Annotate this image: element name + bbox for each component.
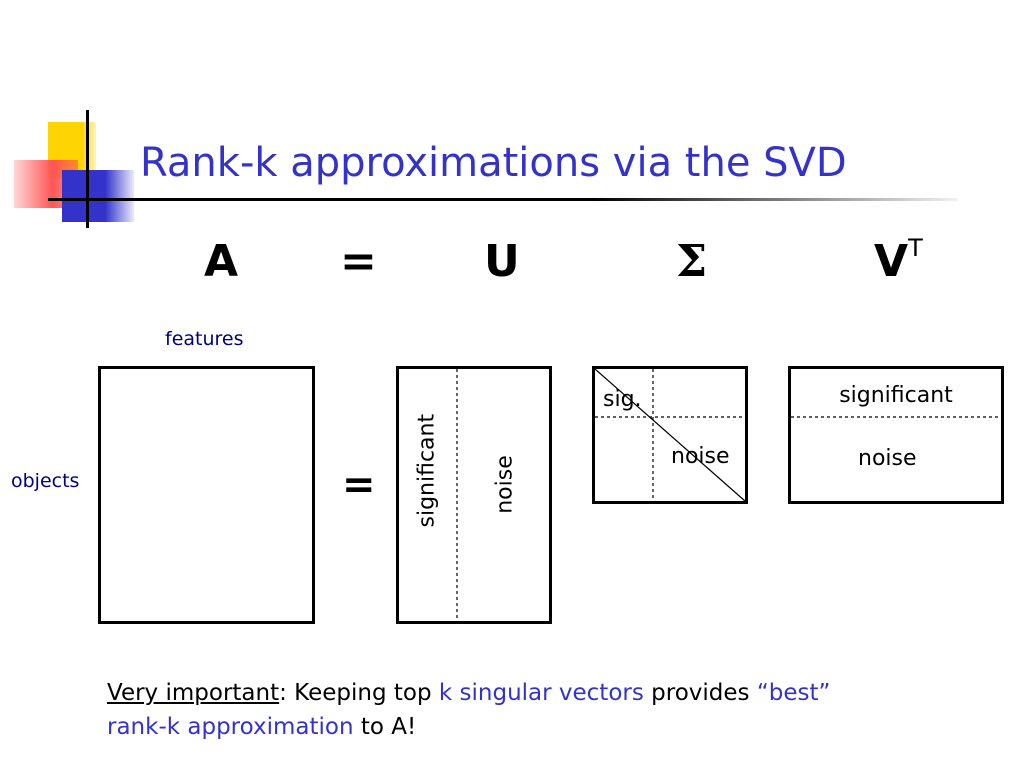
equation-Vt: VT — [874, 234, 923, 287]
equation-V-superscript: T — [908, 234, 923, 262]
logo-blue-block — [62, 170, 134, 222]
equation-A: A — [204, 236, 239, 287]
matrix-sigma-sig-label: sig. — [603, 387, 642, 412]
matrix-U-significant-label: significant — [414, 413, 440, 528]
objects-label: objects — [11, 470, 80, 492]
features-label: features — [165, 328, 244, 350]
matrix-U — [396, 366, 552, 624]
note-best: “best” — [756, 680, 831, 706]
matrix-U-divider — [456, 369, 458, 621]
note-k-singular-vectors: k singular vectors — [438, 680, 644, 706]
important-note: Very important: Keeping top k singular v… — [107, 676, 987, 744]
note-very-important: Very important — [107, 680, 280, 706]
matrix-Vt-noise-label: noise — [858, 446, 917, 471]
logo-vertical-line — [86, 110, 89, 228]
note-rank-k-approximation: rank-k approximation — [107, 714, 354, 740]
equation-V: V — [874, 236, 909, 287]
matrix-Vt — [788, 366, 1004, 504]
slide-title: Rank-k approximations via the SVD — [140, 140, 847, 186]
note-text-1: : Keeping top — [279, 680, 439, 706]
equation-equals: = — [340, 236, 377, 287]
middle-equals: = — [342, 462, 376, 508]
note-text-2: provides — [643, 680, 757, 706]
matrix-sigma-lines — [594, 368, 746, 502]
matrix-sigma-noise-label: noise — [671, 444, 730, 469]
equation-sigma: Σ — [676, 236, 708, 287]
title-underline — [48, 198, 958, 201]
matrix-U-noise-label: noise — [492, 455, 518, 514]
matrix-Vt-significant-label: significant — [839, 383, 953, 408]
equation-U: U — [484, 236, 520, 287]
matrix-A — [98, 366, 315, 624]
matrix-Vt-divider — [791, 416, 1001, 418]
note-text-3: to A! — [353, 714, 417, 740]
